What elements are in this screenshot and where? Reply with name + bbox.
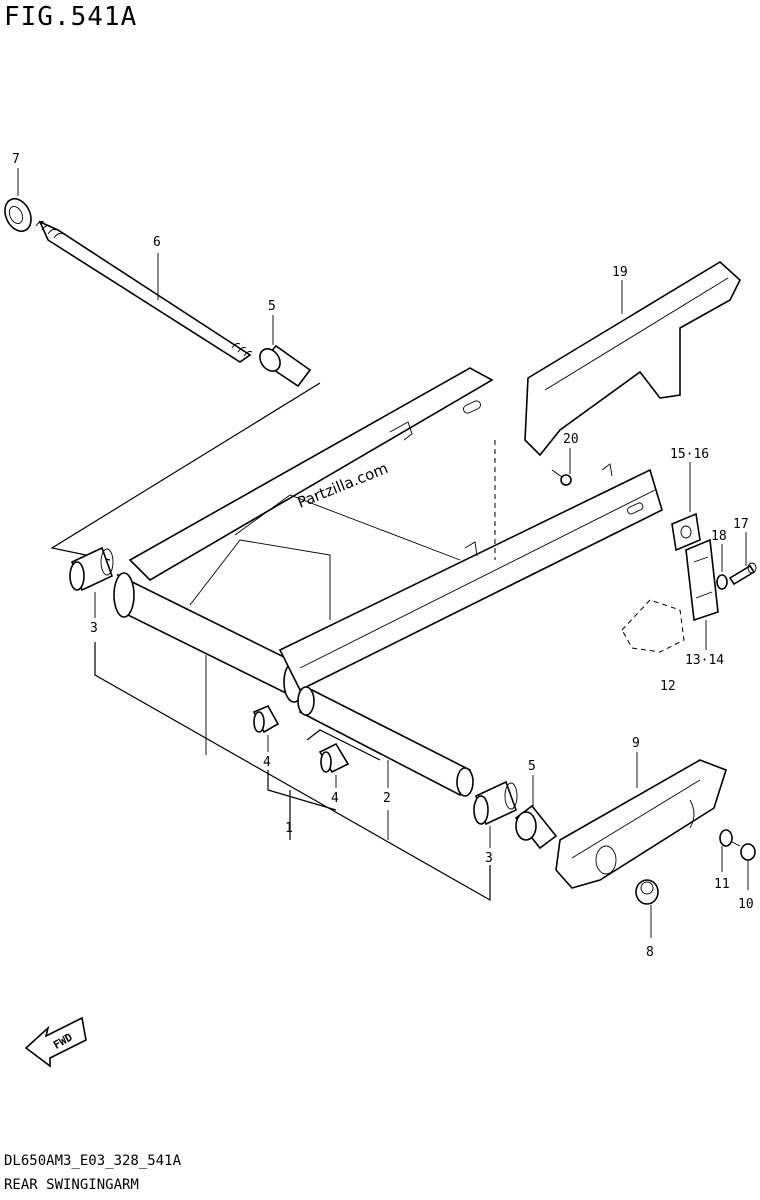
callout-10: 10 [738, 897, 754, 912]
part-10-bolt[interactable] [731, 841, 756, 861]
callout-4a: 4 [263, 755, 271, 770]
part-6-pivot-shaft[interactable] [35, 220, 253, 363]
part-9-chain-case[interactable] [555, 759, 727, 889]
callout-7: 7 [12, 152, 20, 167]
part-7-nut[interactable] [0, 195, 36, 236]
assembly-bracket-lower [94, 642, 491, 902]
callout-4b: 4 [331, 791, 339, 806]
callout-1: 1 [285, 821, 293, 836]
callout-11: 11 [714, 877, 730, 892]
callout-2: 2 [383, 791, 391, 806]
part-8-nut[interactable] [635, 879, 659, 905]
callout-9: 9 [632, 736, 640, 751]
part-20-screw[interactable] [551, 469, 572, 486]
part-4-bearing-b[interactable] [318, 742, 350, 774]
part-19-chain-guard[interactable] [524, 261, 741, 457]
part-3-bearing-right[interactable] [473, 780, 518, 826]
callout-15-16: 15·16 [670, 447, 709, 462]
part-15-16-plate[interactable] [671, 512, 701, 552]
part-5-collar-upper[interactable] [256, 344, 312, 388]
part-17-bolt[interactable] [728, 562, 757, 586]
part-2-spacer-tube[interactable] [297, 686, 474, 797]
part-13-14-adjuster[interactable] [685, 538, 719, 622]
callout-20: 20 [563, 432, 579, 447]
callout-18: 18 [711, 529, 727, 544]
callout-8: 8 [646, 945, 654, 960]
callout-13-14: 13·14 [685, 653, 724, 668]
figure-title: FIG.541A [4, 2, 138, 32]
part-4-bearing-a[interactable] [252, 704, 280, 734]
part-18-washer[interactable] [716, 574, 728, 590]
part-3-bearing-left[interactable] [69, 546, 114, 592]
callout-12: 12 [660, 679, 676, 694]
callout-3-left: 3 [90, 621, 98, 636]
callout-5-upper: 5 [268, 299, 276, 314]
part-11-washer[interactable] [719, 829, 733, 847]
callout-5-lower: 5 [528, 759, 536, 774]
figure-name: REAR SWINGINGARM [4, 1177, 139, 1193]
part-5-collar-lower[interactable] [514, 804, 558, 850]
fwd-arrow-icon [24, 1016, 87, 1068]
callout-17: 17 [733, 517, 749, 532]
bracket-4 [267, 770, 337, 811]
part-12-hub [621, 599, 685, 653]
figure-model-code: DL650AM3_E03_328_541A [4, 1153, 182, 1169]
callout-19: 19 [612, 265, 628, 280]
part-1-swingarm[interactable] [113, 367, 663, 755]
bracket-2 [306, 729, 381, 761]
callout-6: 6 [153, 235, 161, 250]
callout-3-right: 3 [485, 851, 493, 866]
